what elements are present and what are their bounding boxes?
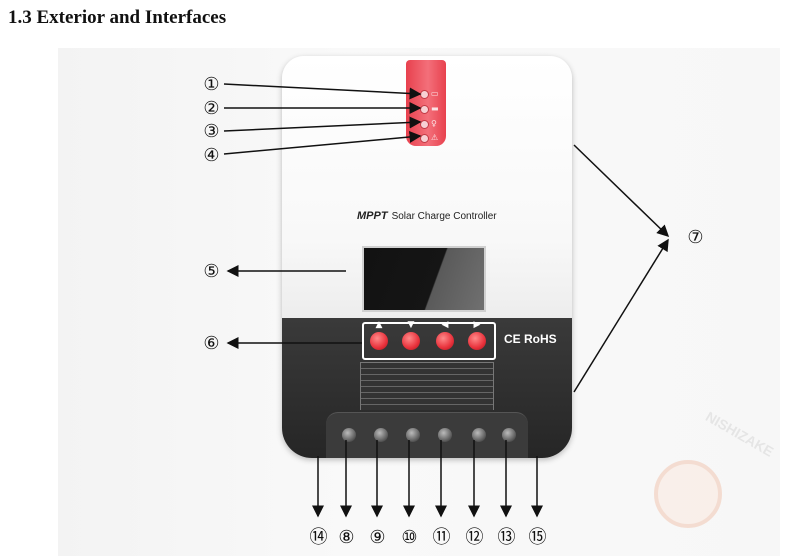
callout-label-15: ⑮	[528, 527, 547, 547]
pv-symbol-icon: ▭	[431, 89, 439, 98]
terminal-housing	[326, 412, 528, 458]
down-arrow-icon: ▼	[407, 320, 415, 330]
terminal-screw	[472, 428, 486, 442]
callout-label-4: ④	[203, 145, 219, 165]
terminal-screw	[502, 428, 516, 442]
callout-label-10: ⑩	[401, 527, 417, 547]
callout-label-8: ⑧	[338, 527, 354, 547]
callout-label-6: ⑥	[203, 333, 219, 353]
button-up[interactable]: ▲	[370, 320, 388, 350]
callout-label-7: ⑦	[687, 227, 703, 247]
monkey-face-icon	[654, 460, 722, 528]
callout-label-1: ①	[203, 74, 219, 94]
button-panel: ▲ ▼ ◀ ▶	[362, 320, 496, 360]
terminal-screw	[374, 428, 388, 442]
left-arrow-icon: ◀	[441, 320, 449, 330]
terminal-screw	[406, 428, 420, 442]
callout-label-13: ⑬	[497, 527, 516, 547]
callout-label-12: ⑫	[465, 527, 484, 547]
brand-mppt: MPPT	[357, 210, 388, 222]
terminal-screw	[342, 428, 356, 442]
watermark: NISHIZAKE	[640, 408, 776, 550]
ce-rohs-mark: CE RoHS	[504, 332, 557, 346]
callout-label-2: ②	[203, 98, 219, 118]
right-arrow-icon: ▶	[473, 320, 481, 330]
callout-arrow-7a	[573, 144, 670, 238]
lamp-symbol-icon: ♀	[431, 119, 437, 128]
callout-label-11: ⑪	[432, 527, 451, 547]
terminal-screw	[438, 428, 452, 442]
up-arrow-icon: ▲	[375, 320, 383, 330]
spec-label-plate	[360, 362, 494, 410]
button-left[interactable]: ◀	[436, 320, 454, 350]
lcd-screen	[362, 246, 486, 312]
brand-subtitle: Solar Charge Controller	[391, 211, 497, 222]
callout-label-14: ⑭	[309, 527, 328, 547]
callout-arrow-7b	[573, 238, 669, 393]
callout-label-9: ⑨	[369, 527, 385, 547]
warning-symbol-icon: ⚠	[431, 133, 439, 142]
callout-label-3: ③	[203, 121, 219, 141]
callout-arrow-1	[223, 83, 422, 100]
section-heading: 1.3 Exterior and Interfaces	[8, 7, 227, 28]
callout-label-5: ⑤	[203, 261, 219, 281]
callout-arrow-4	[223, 130, 422, 155]
battery-symbol-icon: ▬	[431, 104, 439, 113]
button-down[interactable]: ▼	[402, 320, 420, 350]
callout-arrow-3	[223, 116, 422, 132]
button-right[interactable]: ▶	[468, 320, 486, 350]
